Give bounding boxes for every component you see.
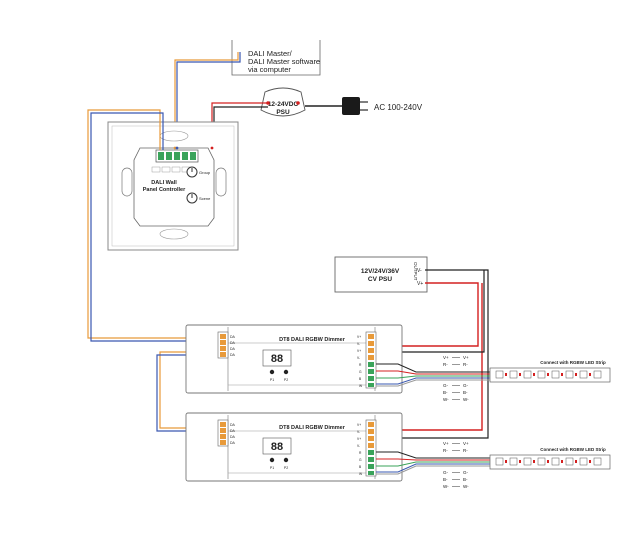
d1-rt-4: R [359,363,362,367]
d1-rt-5: G [359,370,362,374]
small-psu: 12-24VDC PSU AC 100-240V [260,87,423,117]
d2-rt-2: V+ [357,437,361,441]
s2-pl-4: W- [443,484,449,489]
cv-psu-vplus: V+ [417,281,423,287]
s1-pr-1: R- [463,362,468,367]
dimmer1-button-p2[interactable] [283,369,289,375]
ac-label: AC 100-240V [374,103,423,112]
wall-panel-controller: DALI Wall Panel Controller Group Scene [107,121,239,251]
d1-lt-2: DA [230,347,236,351]
dimmer1-button-p1[interactable] [269,369,275,375]
d2-lt-1: DA [230,429,236,433]
ac-plug-icon [342,97,360,115]
master-line1: DALI Master/ [248,49,293,58]
cv-psu-line2: CV PSU [368,276,393,283]
dimmer2-btn1-label: P1 [270,466,274,470]
dimmer1-output-wires [376,363,490,387]
dimmer1-btn2-label: P2 [284,378,288,382]
d2-rt-3: V- [357,444,360,448]
dimmer2-title: DT8 DALI RGBW Dimmer [279,425,346,431]
dimmer-2: DT8 DALI RGBW Dimmer 88 P1 P2 DA DA DA D… [185,412,403,482]
dimmer1-display-value: 88 [271,353,283,365]
s2-pr-0: V+ [463,441,469,446]
d2-rt-5: G [359,458,362,462]
panel-small-labels [151,166,191,173]
psu-line2: PSU [276,109,290,116]
led-strip-2: Connect with RGBW LED Strip [489,447,611,470]
d2-rt-6: B [359,465,362,469]
s1-pr-3: B- [463,390,468,395]
dimmer-1: DT8 DALI RGBW Dimmer 88 P1 P2 DA DA DA D… [185,324,403,394]
d1-rt-7: W [359,384,363,388]
dimmer2-button-p1[interactable] [269,457,275,463]
s1-pr-0: V+ [463,355,469,360]
s2-pl-3: B- [443,477,448,482]
dimmer2-display-value: 88 [271,441,283,453]
d2-lt-0: DA [230,423,236,427]
dali-master-box: DALI Master/ DALI Master software via co… [231,40,321,76]
s2-pr-2: G- [463,470,469,475]
d1-rt-6: B [359,377,362,381]
d1-lt-1: DA [230,341,236,345]
strip1-label: Connect with RGBW LED Strip [540,360,606,365]
cv-psu-output: OUTPUT [413,262,418,281]
dimmer2-btn2-label: P2 [284,466,288,470]
s2-pl-0: V+ [443,441,449,446]
cv-psu-line1: 12V/24V/36V [361,268,400,275]
dimmer2-display [262,437,292,455]
s2-pr-4: W- [463,484,469,489]
d2-rt-7: W [359,472,363,476]
strip1-pins: V+ R- G- B- W- V+ R- G- B- W- [443,355,469,402]
led-strip-1: Connect with RGBW LED Strip [489,360,611,383]
panel-terminal-block [155,149,199,163]
d2-lt-2: DA [230,435,236,439]
d2-rt-4: R [359,451,362,455]
s2-pl-1: R- [443,448,448,453]
dimmer2-right-terminals: V+ V- V+ V- R G B W [357,419,377,477]
d2-lt-3: DA [230,441,236,445]
d1-rt-2: V+ [357,349,361,353]
knob1-label: Group [199,170,211,175]
dimmer1-title: DT8 DALI RGBW Dimmer [279,337,346,343]
s1-pr-4: W- [463,397,469,402]
cv-psu-vminus: V- [417,268,422,274]
s1-pl-3: B- [443,390,448,395]
psu-line1: 12-24VDC [268,101,299,108]
knob2-label: Scene [199,196,211,201]
s1-pl-1: R- [443,362,448,367]
d1-lt-0: DA [230,335,236,339]
master-wires [174,52,241,150]
panel-line2: Panel Controller [143,187,186,193]
strip2-wires [436,457,490,467]
d1-rt-1: V- [357,342,360,346]
dimmer1-left-terminals: DA DA DA DA [217,331,236,359]
strip2-label: Connect with RGBW LED Strip [540,447,606,452]
s1-pl-2: G- [443,383,449,388]
s1-pl-0: V+ [443,355,449,360]
dimmer2-output-wires [376,451,436,475]
dimmer2-left-terminals: DA DA DA DA [217,419,236,447]
dimmer1-display [262,349,292,367]
master-line2: DALI Master software [248,57,320,66]
master-line3: via computer [248,65,291,74]
dimmer2-button-p2[interactable] [283,457,289,463]
d1-lt-3: DA [230,353,236,357]
dimmer1-btn1-label: P1 [270,378,274,382]
s1-pr-2: G- [463,383,469,388]
panel-line1: DALI Wall [151,180,177,186]
s2-pl-2: G- [443,470,449,475]
strip2-pins: V+ R- G- B- W- V+ R- G- B- W- [443,441,469,489]
d1-rt-0: V+ [357,335,361,339]
d2-rt-1: V- [357,430,360,434]
dimmer1-right-terminals: V+ V- V+ V- R G B W [357,331,377,389]
s1-pl-4: W- [443,397,449,402]
d1-rt-3: V- [357,356,360,360]
cv-psu: 12V/24V/36V CV PSU OUTPUT V- V+ [334,256,428,293]
s2-pr-3: B- [463,477,468,482]
s2-pr-1: R- [463,448,468,453]
d2-rt-0: V+ [357,423,361,427]
